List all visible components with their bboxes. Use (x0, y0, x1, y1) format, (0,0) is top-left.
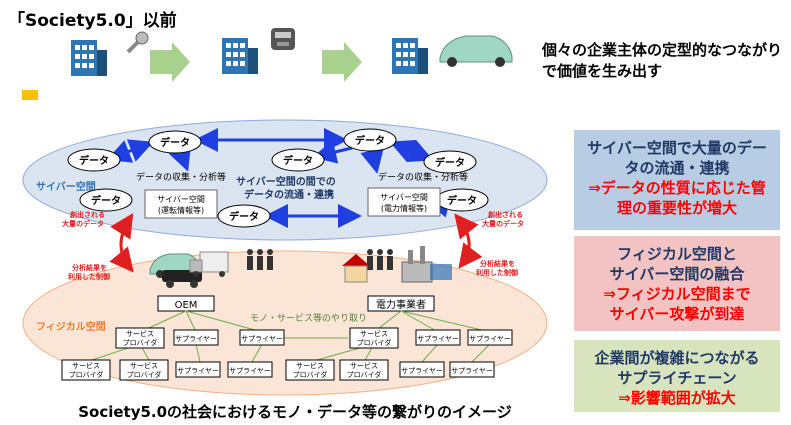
oem-label: OEM (175, 300, 198, 311)
service-provider-box (339, 359, 389, 381)
society-diagram: サイバー空間 フィジカル空間 データ データ データ データ データ データ デ… (22, 119, 548, 396)
supplier-box (173, 329, 219, 346)
svg-text:サプライヤー: サプライヤー (175, 335, 217, 343)
service-provider-box (119, 359, 169, 381)
supplier-box (399, 361, 445, 378)
svg-text:サービス: サービス (72, 361, 100, 370)
svg-text:サプライヤー: サプライヤー (241, 335, 283, 343)
data-label: データ (160, 136, 190, 149)
down-arrow-icon (22, 90, 38, 100)
power-company-label: 電力事業者 (376, 298, 426, 311)
data-bubbles: データ データ データ データ データ データ データ データ (67, 128, 489, 228)
flow-label-line2: データの流通・連携 (244, 188, 334, 201)
svg-text:サプライヤー: サプライヤー (469, 335, 511, 343)
side-box-cyber: サイバー空間で大量のデー タの流通・連携 ⇒データの性質に応じた管 理の重要性が… (574, 130, 780, 230)
svg-text:プロバイダ: プロバイダ (127, 370, 162, 379)
svg-text:プロバイダ: プロバイダ (123, 338, 158, 347)
service-provider-box (61, 359, 111, 381)
supplier-box (449, 361, 495, 378)
svg-text:サービス: サービス (130, 361, 158, 370)
supplier-box (415, 329, 461, 346)
svg-text:サービス: サービス (360, 329, 388, 338)
cyber-box-power (367, 187, 441, 217)
svg-text:サービス: サービス (296, 361, 324, 370)
collect-analyze-label: データの収集・分析等 (136, 171, 226, 183)
service-provider-box (285, 359, 335, 381)
created-data-right-l2: 大量のデータ (482, 219, 524, 228)
svg-text:サプライヤー: サプライヤー (401, 367, 443, 375)
cyber-box-driving (144, 189, 218, 219)
engine-part-icon (271, 28, 295, 50)
created-data-left-l2: 大量のデータ (62, 219, 104, 228)
supplier-box (467, 329, 513, 346)
svg-text:サプライヤー: サプライヤー (177, 367, 219, 375)
physical-space-label: フィジカル空間 (36, 320, 106, 333)
control-right-l2: 利用した制御 (476, 268, 518, 277)
top-note-line1: 個々の企業主体の定型的なつながり (542, 41, 783, 59)
data-label: データ (435, 156, 465, 169)
truck-icon (189, 251, 229, 277)
service-provider-box (115, 327, 165, 349)
data-label: データ (283, 154, 313, 167)
red-cycle-arrow-left (109, 212, 134, 273)
page-title: 「Society5.0」以前 (8, 11, 177, 31)
cyber-box-driving-line1: サイバー空間 (157, 194, 205, 204)
cyber-box-driving-line2: (運転情報等) (158, 205, 204, 215)
house-icon (342, 254, 370, 283)
physical-space-ellipse (22, 250, 548, 396)
cyber-box-power-line1: サイバー空間 (380, 192, 428, 202)
svg-text:プロバイダ: プロバイダ (293, 370, 328, 379)
power-plant-icon (401, 246, 452, 283)
people-icon (247, 249, 393, 270)
side-box-supply-chain: 企業間が複雑につながる サプライチェーン ⇒影響範囲が拡大 (574, 340, 780, 412)
data-label: データ (355, 134, 385, 147)
collect-analyze-label: データの収集・分析等 (378, 171, 468, 183)
control-left-l2: 利用した制御 (68, 272, 110, 281)
svg-text:サービス: サービス (350, 361, 378, 370)
svg-text:サプライヤー: サプライヤー (229, 367, 271, 375)
top-note-line2: で価値を生み出す (542, 62, 663, 80)
chevron-arrow-1 (150, 42, 190, 82)
data-label: データ (447, 194, 477, 207)
svg-text:サプライヤー: サプライヤー (417, 335, 459, 343)
supplier-box (175, 361, 221, 378)
company-building-icon (222, 38, 258, 74)
svg-text:プロバイダ: プロバイダ (357, 338, 392, 347)
company-building-icon (392, 38, 428, 74)
side-box-physical: フィジカル空間と サイバー空間の融合 ⇒フィジカル空間まで サイバー攻撃が到達 (574, 236, 780, 331)
screw-icon (126, 31, 149, 54)
control-left-l1: 分析結果を (72, 263, 107, 272)
cyber-space-label: サイバー空間 (36, 180, 96, 193)
svg-text:プロバイダ: プロバイダ (69, 370, 104, 379)
svg-text:プロバイダ: プロバイダ (347, 370, 382, 379)
red-cycle-arrow-right (454, 213, 483, 269)
svg-text:サプライヤー: サプライヤー (451, 367, 493, 375)
top-note: 個々の企業主体の定型的なつながり で価値を生み出す (542, 40, 782, 82)
exchange-label: モノ・サービス等のやり取り (250, 312, 367, 324)
car-icon (162, 270, 202, 288)
data-label: データ (229, 210, 259, 223)
supplier-box (239, 329, 285, 346)
data-label: データ (79, 154, 109, 167)
data-label: データ (91, 194, 121, 207)
car-icon (439, 35, 513, 67)
cyber-box-power-line2: (電力情報等) (381, 203, 427, 213)
chevron-arrow-2 (322, 42, 362, 82)
diagram-caption: Society5.0の社会におけるモノ・データ等の繋がりのイメージ (78, 403, 512, 421)
created-data-left-l1: 創出される (69, 210, 105, 219)
service-provider-box (349, 327, 399, 349)
created-data-right-l1: 創出される (487, 210, 523, 219)
svg-text:サービス: サービス (126, 329, 154, 338)
flow-label-line1: サイバー空間の間での (236, 175, 336, 188)
company-building-icon (71, 40, 107, 76)
top-flow (22, 28, 513, 100)
control-right-l1: 分析結果を (480, 259, 515, 268)
supplier-box (227, 361, 273, 378)
